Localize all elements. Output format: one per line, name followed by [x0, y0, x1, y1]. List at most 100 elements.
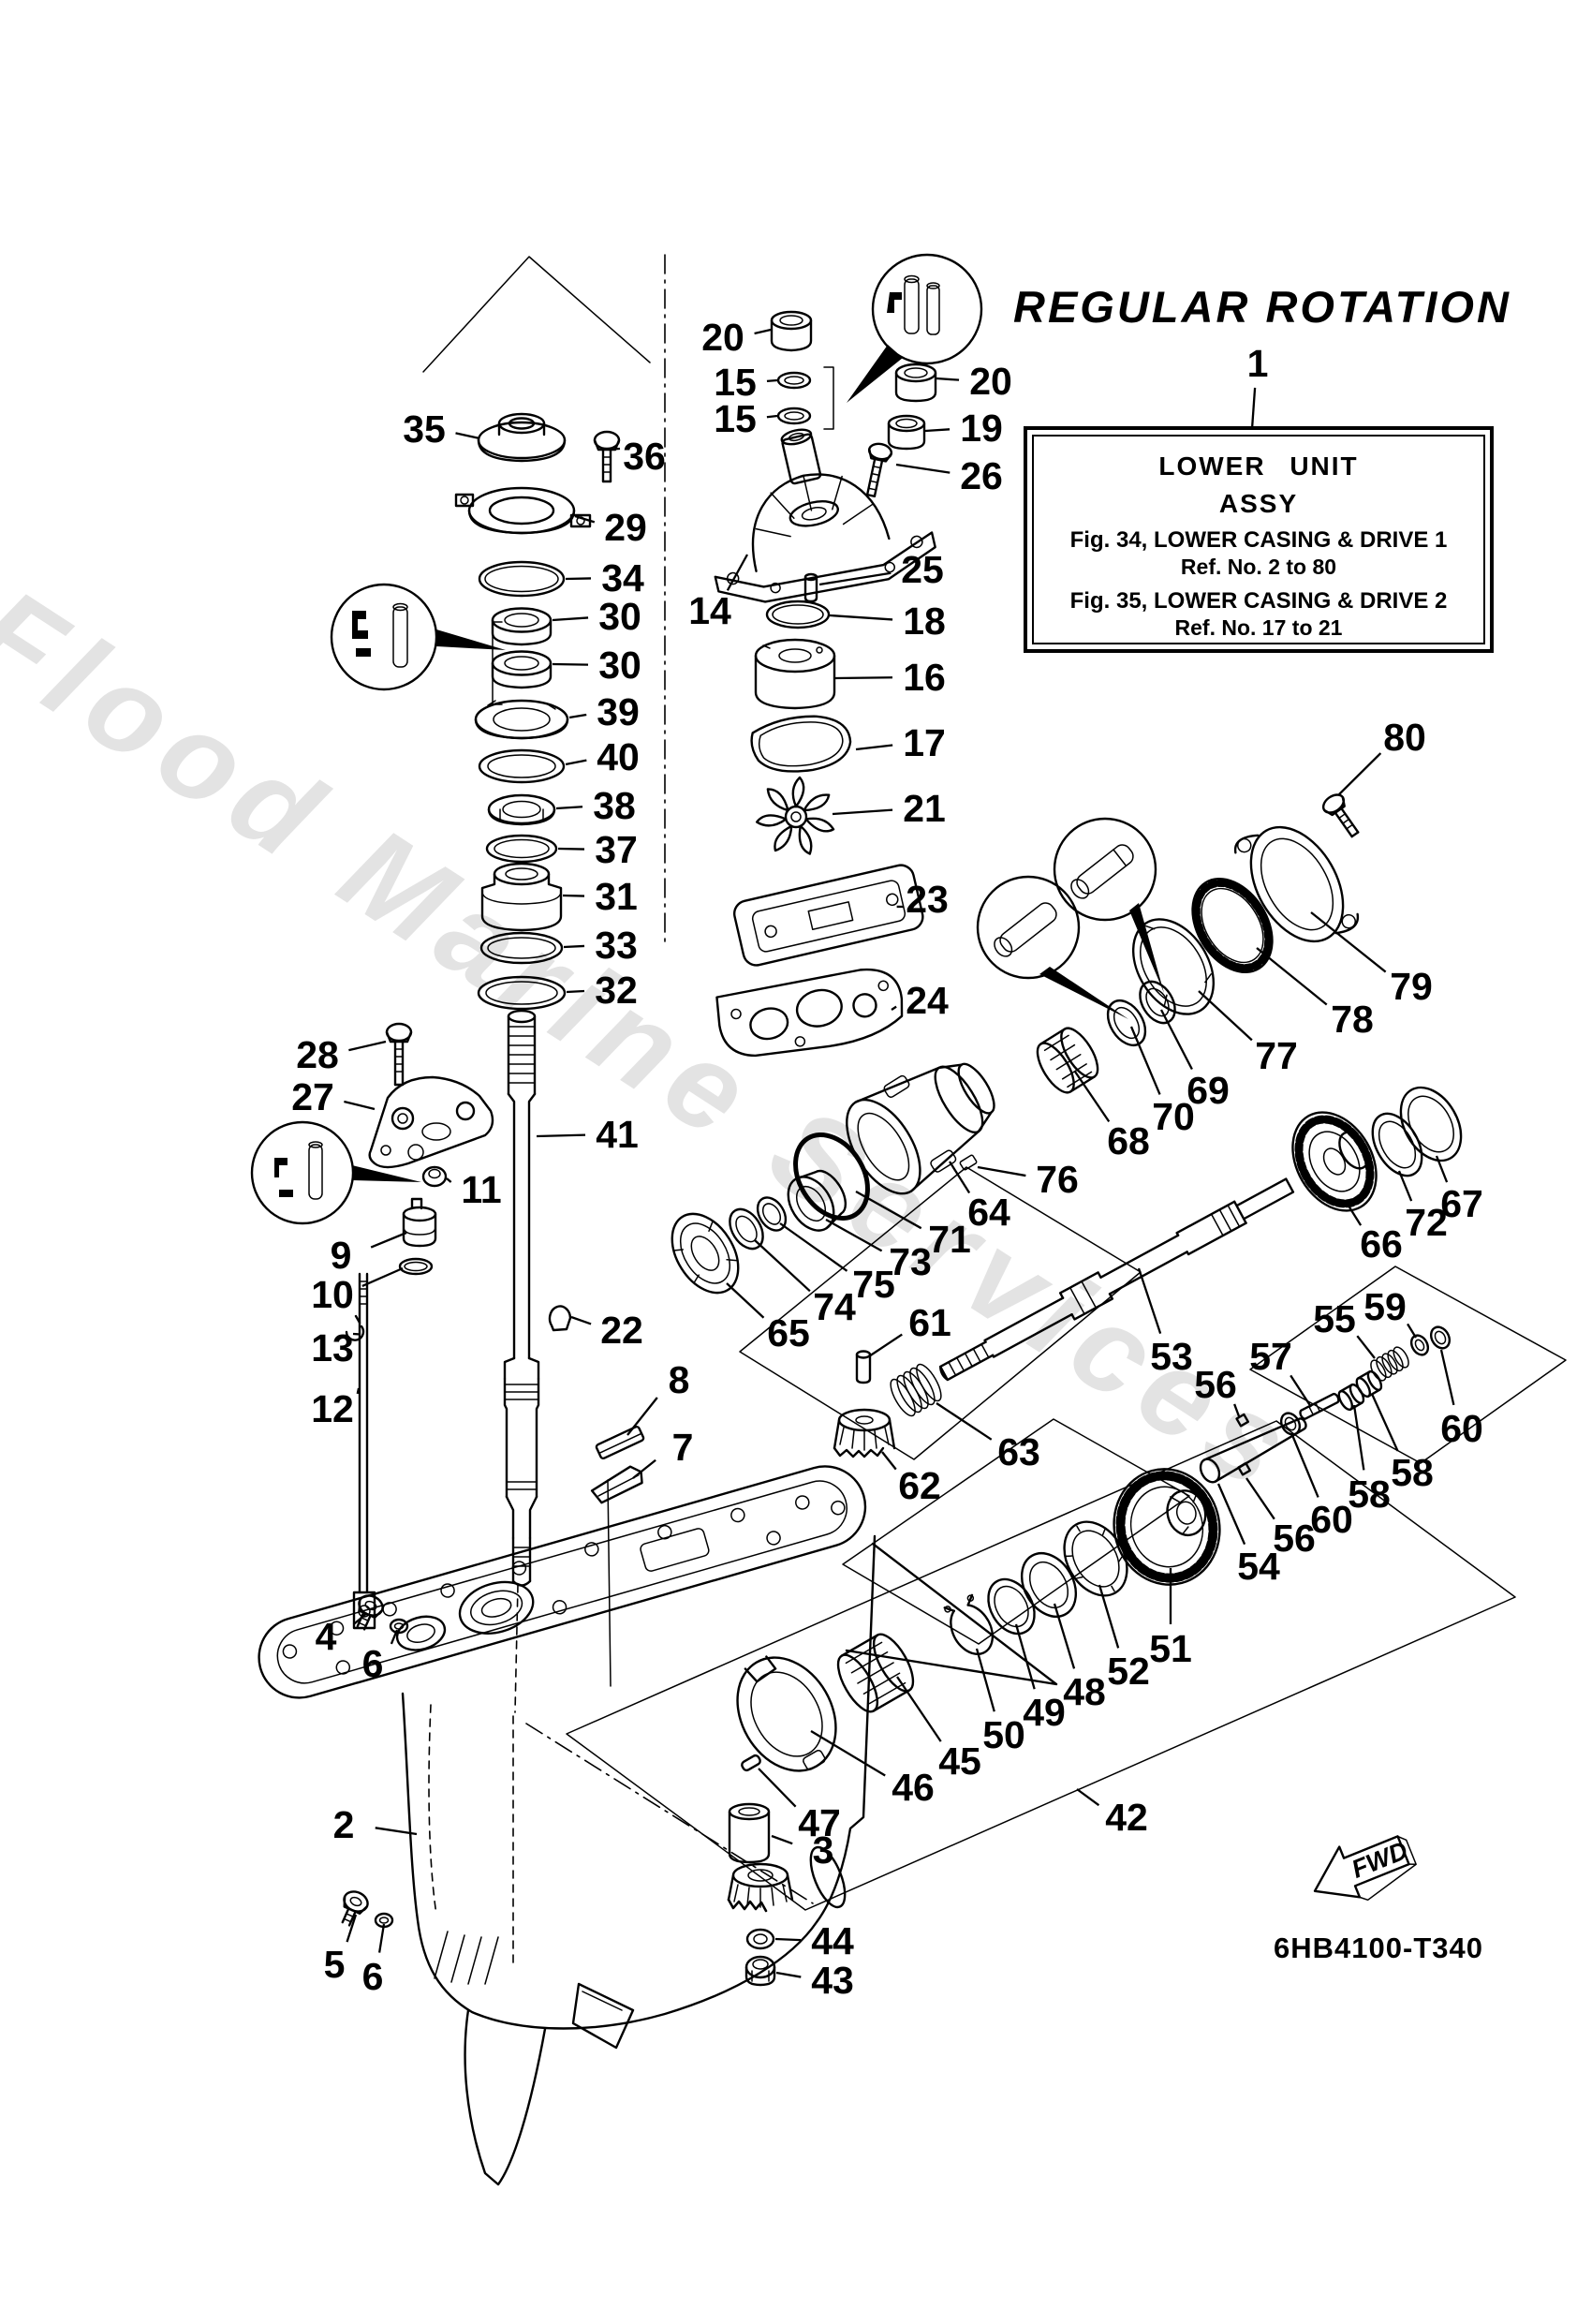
callout-43: 43 — [811, 1959, 854, 2002]
callout-17: 17 — [903, 721, 946, 764]
part-51-reverse-gear — [1113, 1468, 1221, 1586]
callout-1: 1 — [1247, 342, 1269, 385]
leader-line-20 — [754, 328, 772, 335]
leader-line-44 — [774, 1937, 802, 1942]
leader-line-30 — [552, 662, 589, 666]
leader-line-3 — [771, 1834, 793, 1845]
leader-line-47 — [758, 1768, 797, 1808]
leader-line-66 — [1346, 1202, 1363, 1226]
leader-line-34 — [565, 577, 592, 581]
leader-line-7 — [632, 1458, 656, 1479]
leader-line-57 — [1290, 1374, 1312, 1408]
part-39-ring — [474, 699, 569, 740]
callout-47: 47 — [798, 1801, 841, 1844]
callout-73: 73 — [889, 1240, 932, 1283]
leader-line-28 — [348, 1040, 387, 1052]
leader-line-64 — [949, 1161, 971, 1194]
centerlines — [422, 254, 814, 1963]
callout-12: 12 — [311, 1387, 354, 1430]
callout-9: 9 — [331, 1234, 352, 1277]
part-21-impeller — [755, 776, 835, 855]
part-3-sleeve — [728, 1802, 771, 1864]
callout-56: 56 — [1194, 1363, 1237, 1406]
part-70-seal — [1106, 999, 1147, 1047]
leader-line-59 — [1407, 1323, 1417, 1339]
leader-line-32 — [566, 989, 585, 994]
leader-line-77 — [1198, 990, 1253, 1042]
leader-line-38 — [555, 806, 583, 810]
callout-61: 61 — [908, 1301, 951, 1344]
lower-unit-assy-box-inner: LOWER UNIT ASSY Fig. 34, LOWER CASING & … — [1032, 435, 1485, 644]
callout-64: 64 — [967, 1191, 1010, 1234]
part-5-bolt — [341, 1890, 369, 1927]
part-58-bushing-b — [1337, 1383, 1365, 1412]
leader-line-60 — [1439, 1349, 1455, 1406]
callout-55: 55 — [1313, 1297, 1356, 1340]
leader-line-24 — [891, 1005, 897, 1011]
bearing-carrier-group — [671, 793, 1360, 1295]
part-57-pin — [1299, 1392, 1340, 1420]
seal-detail-inset-left — [330, 583, 506, 691]
callout-20: 20 — [701, 316, 744, 359]
leader-line-20 — [936, 377, 960, 381]
leader-line-79 — [1310, 911, 1387, 973]
callout-42: 42 — [1105, 1796, 1148, 1839]
leader-line-73 — [825, 1218, 883, 1252]
part-76-key — [959, 1154, 978, 1171]
callout-56: 56 — [1273, 1517, 1316, 1560]
part-67-thrust-washer — [1399, 1086, 1463, 1162]
seal-detail-inset-shift — [250, 1120, 421, 1225]
leader-line-80 — [1338, 752, 1382, 795]
callout-46: 46 — [892, 1766, 935, 1809]
leader-line-15 — [766, 378, 778, 382]
part-62-clutch-dog — [833, 1408, 896, 1458]
leader-line-6 — [377, 1923, 386, 1953]
part-75-washer — [756, 1196, 788, 1232]
leader-line-21 — [832, 808, 893, 816]
leader-line-11 — [446, 1177, 452, 1183]
callout-49: 49 — [1023, 1691, 1066, 1734]
part-30-bearing-upper — [491, 607, 553, 646]
callout-58: 58 — [1391, 1451, 1434, 1494]
part-24-gasket-plate — [715, 968, 904, 1058]
callout-layer: 1234566789101112131415151617181920202122… — [291, 316, 1483, 2002]
leader-line-78 — [1256, 947, 1328, 1006]
reverse-gear-cluster — [736, 1468, 1221, 1772]
leader-line-70 — [1129, 1026, 1161, 1095]
part-53-prop-shaft — [938, 1177, 1295, 1382]
leader-line-68 — [1074, 1071, 1111, 1123]
part-35-cap — [477, 412, 567, 463]
leader-line-54 — [1216, 1483, 1246, 1546]
leader-line-48 — [1053, 1603, 1076, 1669]
part-38-nut — [487, 793, 556, 826]
leader-line-14 — [726, 554, 749, 591]
page-title: REGULAR ROTATION — [1013, 282, 1511, 332]
callout-3: 3 — [813, 1828, 834, 1872]
assy-box-line2: ASSY — [1218, 489, 1299, 518]
callout-11: 11 — [461, 1168, 501, 1211]
callout-19: 19 — [960, 407, 1003, 450]
leader-line-5 — [346, 1914, 358, 1943]
leader-line-50 — [975, 1648, 995, 1712]
leader-line-17 — [855, 744, 893, 751]
leader-line-41 — [536, 1133, 586, 1138]
leader-line-53 — [1137, 1267, 1162, 1334]
part-74-washer — [729, 1207, 764, 1251]
callout-74: 74 — [813, 1285, 856, 1328]
part-20-collar-left — [770, 310, 813, 352]
part-68-needle-bearing — [1036, 1027, 1099, 1094]
callout-72: 72 — [1405, 1201, 1448, 1244]
callout-68: 68 — [1107, 1119, 1150, 1162]
callout-24: 24 — [906, 979, 949, 1022]
callout-31: 31 — [595, 875, 638, 918]
part-61-pin — [855, 1350, 872, 1384]
part-44-washer — [745, 1928, 775, 1950]
part-29-housing — [454, 486, 592, 535]
callout-13: 13 — [311, 1326, 354, 1369]
leader-line-65 — [726, 1282, 765, 1319]
leader-line-49 — [1014, 1623, 1036, 1690]
part-41-driveshaft — [503, 1009, 540, 1587]
fwd-arrow: FWD — [1313, 1835, 1417, 1902]
part-37-washer — [485, 834, 558, 864]
